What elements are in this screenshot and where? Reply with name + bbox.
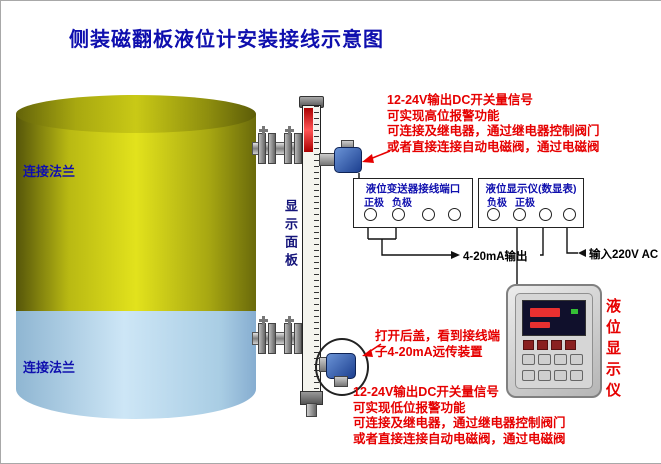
gauge-scale-ticks bbox=[314, 106, 319, 392]
flange-label-top: 连接法兰 bbox=[23, 164, 76, 179]
bolt-icon bbox=[285, 126, 294, 135]
instrument-side-label: 液位显示仪 bbox=[604, 298, 621, 403]
note-line: 或者直接连接自动电磁阀，通过电磁阀 bbox=[353, 431, 566, 446]
indicator-lamp-icon bbox=[551, 340, 562, 350]
display-panel-label: 显示面板 bbox=[283, 199, 298, 271]
instrument-button bbox=[554, 354, 567, 365]
note-line: 打开后盖，看到接线端 bbox=[375, 329, 501, 343]
terminal-box-title: 液位显示仪(数显表) bbox=[485, 183, 577, 195]
terminal-circle bbox=[487, 208, 500, 221]
terminal-circle bbox=[513, 208, 526, 221]
gauge-drain-valve bbox=[306, 403, 317, 417]
flange-plate bbox=[294, 133, 302, 164]
bolt-icon bbox=[285, 316, 294, 325]
instrument-button bbox=[538, 354, 551, 365]
terminal-circle bbox=[364, 208, 377, 221]
seven-segment-display-icon bbox=[530, 322, 550, 328]
rear-cover-note: 打开后盖，看到接线端 子4-20mA远传装置 bbox=[375, 329, 535, 360]
note-line: 可连接及继电器，通过继电器控制阀门 bbox=[353, 416, 566, 430]
terminal-circle bbox=[563, 208, 576, 221]
flange-assembly-bottom bbox=[252, 316, 306, 354]
note-line: 可实现高位报警功能 bbox=[387, 108, 500, 123]
terminal-label-negative: 负极 bbox=[487, 198, 507, 209]
indicator-lamp-icon bbox=[565, 340, 576, 350]
instrument-button bbox=[570, 370, 583, 381]
indicator-lamp-icon bbox=[523, 340, 534, 350]
note-line: 12-24V输出DC开关量信号 bbox=[387, 93, 533, 107]
flange-plate bbox=[268, 133, 276, 164]
high-level-switch-sensor bbox=[334, 147, 362, 173]
flange-plate bbox=[268, 323, 276, 354]
flange-plate bbox=[294, 323, 302, 354]
terminal-label-positive: 正极 bbox=[364, 198, 384, 209]
status-led-icon bbox=[571, 309, 578, 314]
display-terminal-box: 液位显示仪(数显表) 负极 正极 bbox=[478, 178, 584, 228]
sensor-highlight-oval bbox=[315, 338, 369, 396]
flange-plate bbox=[258, 133, 266, 164]
flange-label-bottom: 连接法兰 bbox=[23, 360, 76, 375]
flange-assembly-top bbox=[252, 126, 306, 164]
seven-segment-display-icon bbox=[530, 308, 560, 317]
note-line: 可实现低位报警功能 bbox=[353, 400, 466, 415]
instrument-button bbox=[522, 354, 535, 365]
instrument-button bbox=[570, 354, 583, 365]
terminal-label-negative: 负极 bbox=[392, 198, 412, 209]
low-alarm-note: 12-24V输出DC开关量信号 可实现低位报警功能 可连接及继电器，通过继电器控… bbox=[353, 385, 643, 447]
high-alarm-note: 12-24V输出DC开关量信号 可实现高位报警功能 可连接及继电器，通过继电器控… bbox=[387, 93, 659, 155]
terminal-box-title: 液位变送器接线端口 bbox=[365, 183, 461, 195]
gauge-indicator-red bbox=[304, 108, 313, 152]
sensor-cap-bottom bbox=[334, 376, 348, 387]
terminal-circle bbox=[448, 208, 461, 221]
level-gauge-column bbox=[302, 105, 321, 393]
terminal-circle bbox=[539, 208, 552, 221]
terminal-circle bbox=[422, 208, 435, 221]
note-line: 子4-20mA远传装置 bbox=[375, 344, 483, 359]
input-wire-label: 输入220V AC bbox=[589, 249, 659, 261]
flange-plate bbox=[284, 323, 292, 354]
level-display-instrument bbox=[506, 284, 602, 398]
tank-liquid bbox=[16, 311, 256, 419]
note-line: 或者直接连接自动电磁阀，通过电磁阀 bbox=[387, 139, 600, 154]
tank-body bbox=[16, 114, 256, 311]
instrument-button bbox=[538, 370, 551, 381]
flange-plate bbox=[284, 133, 292, 164]
tank-top-ellipse bbox=[16, 95, 256, 133]
transmitter-terminal-box: 液位变送器接线端口 正极 负极 bbox=[353, 178, 473, 228]
output-wire-label: 4-20mA输出 bbox=[463, 251, 528, 263]
bolt-icon bbox=[259, 126, 268, 135]
page-title: 侧装磁翻板液位计安装接线示意图 bbox=[69, 29, 384, 51]
indicator-lamp-icon bbox=[537, 340, 548, 350]
instrument-button bbox=[522, 370, 535, 381]
bolt-icon bbox=[259, 316, 268, 325]
instrument-screen bbox=[522, 300, 586, 336]
instrument-face bbox=[515, 293, 593, 389]
terminal-circle bbox=[392, 208, 405, 221]
note-line: 12-24V输出DC开关量信号 bbox=[353, 385, 499, 399]
note-line: 可连接及继电器，通过继电器控制阀门 bbox=[387, 124, 600, 138]
flange-plate bbox=[258, 323, 266, 354]
terminal-label-positive: 正极 bbox=[515, 198, 535, 209]
instrument-button bbox=[554, 370, 567, 381]
